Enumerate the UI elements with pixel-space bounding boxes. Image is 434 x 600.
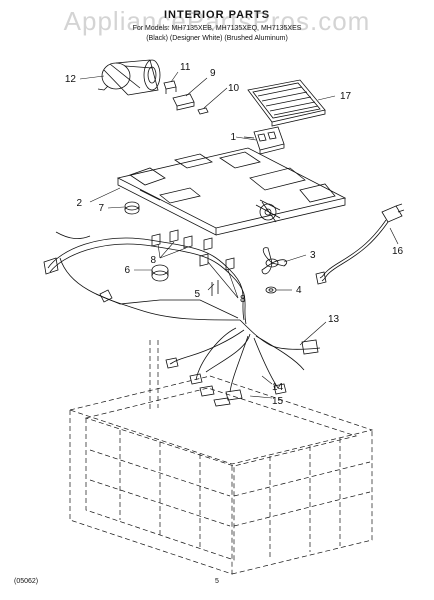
callout-8-right: 8	[240, 294, 246, 305]
leader-lines	[79, 71, 399, 399]
part-6-thermal-fuse[interactable]	[151, 264, 169, 282]
callout-6: 6	[124, 265, 130, 276]
callout-5: 5	[194, 289, 200, 300]
model-color-list: (Black) (Designer White) (Brushed Alumin…	[146, 35, 288, 42]
callout-13: 13	[328, 314, 340, 325]
part-11-bracket[interactable]	[163, 80, 177, 94]
callout-1: 1	[230, 132, 236, 143]
part-7-thermostat[interactable]	[124, 201, 140, 215]
callout-15: 15	[272, 396, 284, 407]
part-10-fuse[interactable]	[197, 107, 209, 115]
watermark-text: AppliancePartsPros.com	[63, 6, 371, 36]
callout-3: 3	[310, 250, 316, 261]
part-1-control-board[interactable]	[243, 126, 285, 155]
page-number: 5	[215, 578, 219, 585]
callout-7: 7	[98, 203, 104, 214]
callout-9: 9	[210, 68, 216, 79]
diagram-title: INTERIOR PARTS	[163, 9, 271, 21]
model-list: For Models: MH7135XEB, MH7135XEQ, MH7135…	[132, 25, 302, 32]
part-4-washer[interactable]	[265, 286, 277, 294]
callout-16: 16	[392, 246, 404, 257]
callout-labels: 1 2 3 4 5 6 7 8 8 9 10 11 12 13 14 15 16…	[65, 62, 404, 407]
footer-code: (05062)	[14, 578, 39, 585]
callout-11: 11	[180, 62, 191, 73]
callout-8-left: 8	[150, 255, 156, 266]
part-17-filter[interactable]	[247, 79, 326, 127]
callout-2: 2	[76, 198, 82, 209]
callout-17: 17	[340, 91, 352, 102]
part-9-switch[interactable]	[172, 93, 195, 111]
part-12-blower-motor[interactable]	[97, 59, 161, 96]
callout-10: 10	[228, 83, 240, 94]
part-8-switches[interactable]	[151, 229, 235, 271]
oven-cavity-outline	[68, 340, 374, 575]
wire-harness[interactable]	[43, 231, 321, 407]
callout-4: 4	[296, 285, 302, 296]
part-16-power-cord[interactable]	[315, 203, 405, 285]
callout-14: 14	[272, 382, 284, 393]
callout-12: 12	[65, 74, 77, 85]
part-5-terminals[interactable]	[211, 280, 219, 296]
part-2-base-plate[interactable]	[116, 147, 347, 236]
part-3-fan-blade[interactable]	[261, 247, 288, 275]
